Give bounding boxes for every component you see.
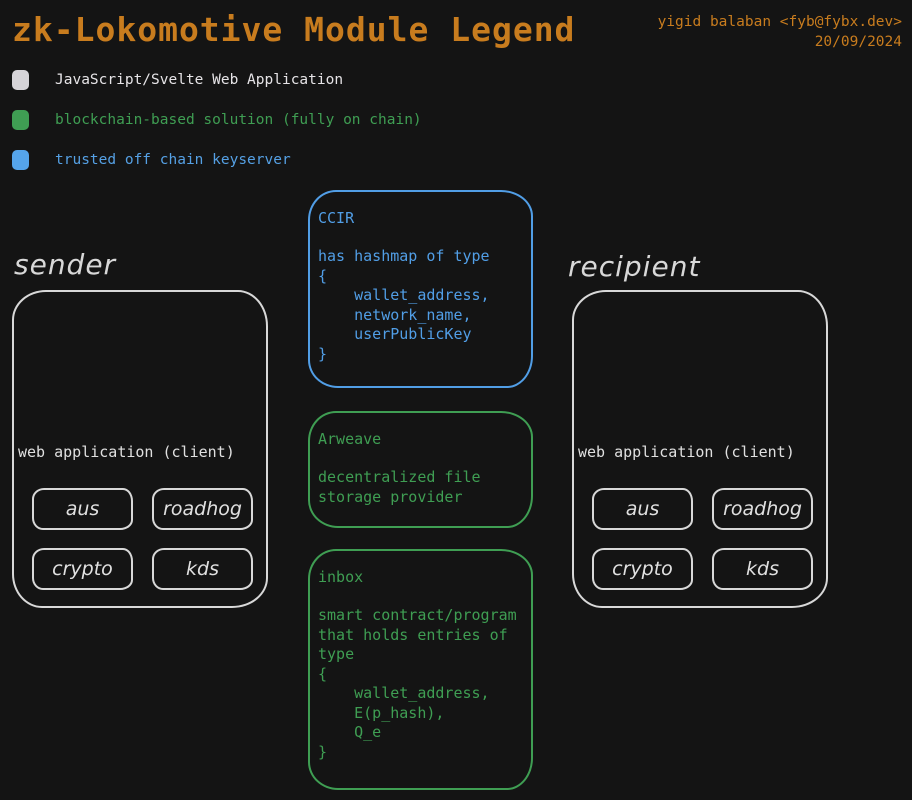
inbox-title: inbox [318,568,364,586]
legend-label-webapp: JavaScript/Svelte Web Application [55,72,344,88]
node-ccir: CCIR has hashmap of type { wallet_addres… [308,190,533,388]
legend-label-blockchain: blockchain-based solution (fully on chai… [55,112,422,128]
blockchain-color-swatch [12,110,29,130]
node-inbox: inbox smart contract/program that holds … [308,549,533,790]
recipient-module-roadhog: roadhog [712,488,813,530]
ccir-description: has hashmap of type { wallet_address, ne… [318,247,490,363]
arweave-description: decentralized file storage provider [318,468,481,506]
inbox-description: smart contract/program that holds entrie… [318,606,517,761]
recipient-module-kds: kds [712,548,813,590]
legend-item-blockchain: blockchain-based solution (fully on chai… [12,110,422,130]
module-label: kds [186,558,219,580]
sender-module-roadhog: roadhog [152,488,253,530]
module-label: roadhog [163,498,242,520]
recipient-label: recipient [568,250,701,283]
node-sender: web application (client) aus roadhog cry… [12,290,268,608]
recipient-module-crypto: crypto [592,548,693,590]
legend-item-keyserver: trusted off chain keyserver [12,150,291,170]
module-label: crypto [612,558,673,580]
recipient-client-label: web application (client) [578,443,795,461]
sender-module-kds: kds [152,548,253,590]
sender-label: sender [14,248,117,281]
keyserver-color-swatch [12,150,29,170]
legend-label-keyserver: trusted off chain keyserver [55,152,291,168]
ccir-title: CCIR [318,209,355,227]
module-label: kds [746,558,779,580]
sender-client-label: web application (client) [18,443,235,461]
sender-module-crypto: crypto [32,548,133,590]
node-arweave: Arweave decentralized file storage provi… [308,411,533,528]
webapp-color-swatch [12,70,29,90]
date-label: 20/09/2024 [814,34,902,50]
module-label: aus [65,498,100,520]
module-label: crypto [52,558,113,580]
page-title: zk-Lokomotive Module Legend [12,10,576,49]
module-label: aus [625,498,660,520]
arweave-title: Arweave [318,430,382,448]
recipient-module-aus: aus [592,488,693,530]
author-name: yigid balaban <fyb@fybx.dev> [657,14,902,30]
node-recipient: web application (client) aus roadhog cry… [572,290,828,608]
author-block: yigid balaban <fyb@fybx.dev> 20/09/2024 [658,12,902,52]
legend-item-webapp: JavaScript/Svelte Web Application [12,70,343,90]
module-label: roadhog [723,498,802,520]
sender-module-aus: aus [32,488,133,530]
